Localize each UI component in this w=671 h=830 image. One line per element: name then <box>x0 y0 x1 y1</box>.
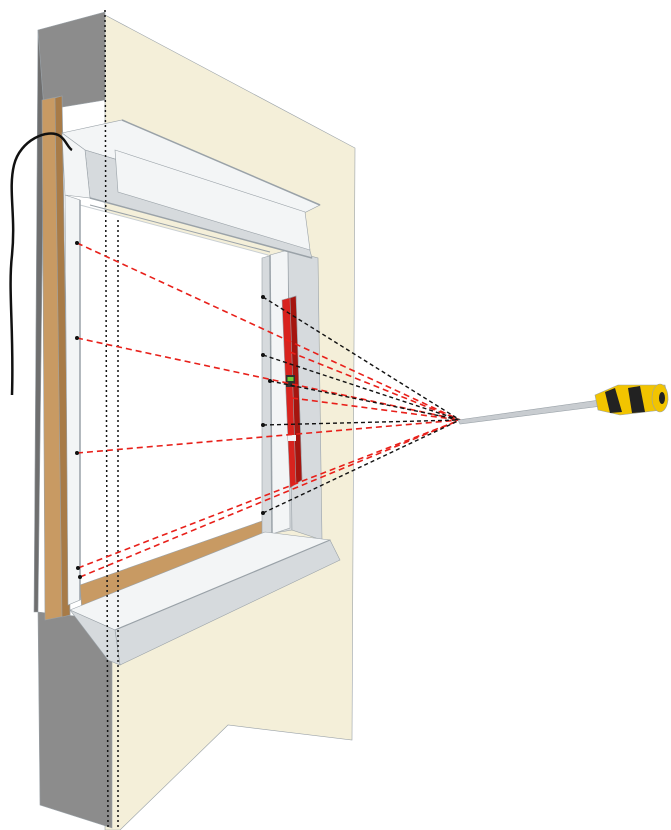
red-guide-lines <box>76 242 461 578</box>
left-fixing-points <box>75 241 82 579</box>
window-sill-edge <box>114 539 331 631</box>
shutter-box-edge-low <box>89 197 313 259</box>
red-guide-line-4 <box>77 419 461 569</box>
right-fixing-points <box>261 295 272 515</box>
shutter-box-face <box>114 149 311 251</box>
left-fixing-point-2 <box>75 336 79 340</box>
black-guide-line-1 <box>262 296 461 421</box>
right-fixing-point-1 <box>261 295 265 299</box>
screwdriver-icon[interactable] <box>457 383 669 425</box>
shutter-slat-top <box>89 204 271 253</box>
power-cable-icon <box>9 132 73 396</box>
right-fixing-point-3 <box>261 423 265 427</box>
black-guide-line-4 <box>262 419 461 514</box>
dotted-guide-outer <box>104 9 109 830</box>
right-fixing-point-4 <box>261 511 265 515</box>
red-guide-line-5 <box>79 419 461 578</box>
black-guide-lines <box>262 296 461 514</box>
guide-rail-left <box>64 194 81 606</box>
left-fixing-point-3 <box>75 451 79 455</box>
right-fixing-point-5 <box>268 379 272 383</box>
right-fixing-point-2 <box>261 353 265 357</box>
wall-section-side <box>33 29 45 613</box>
red-guide-line-1 <box>76 242 461 421</box>
red-guide-line-2 <box>76 337 461 421</box>
left-fixing-point-5 <box>78 575 82 579</box>
wall-section-upper <box>37 11 106 111</box>
red-guide-line-level-2 <box>291 397 461 421</box>
black-guide-line-5 <box>269 380 461 421</box>
shutter-box-edge <box>121 119 321 206</box>
red-guide-line-3 <box>76 419 461 454</box>
timber-frame-left-inner <box>54 95 71 618</box>
black-guide-line-3 <box>262 419 461 426</box>
left-fixing-point-1 <box>75 241 79 245</box>
left-fixing-point-4 <box>76 566 80 570</box>
red-guide-line-level-1 <box>289 351 461 421</box>
